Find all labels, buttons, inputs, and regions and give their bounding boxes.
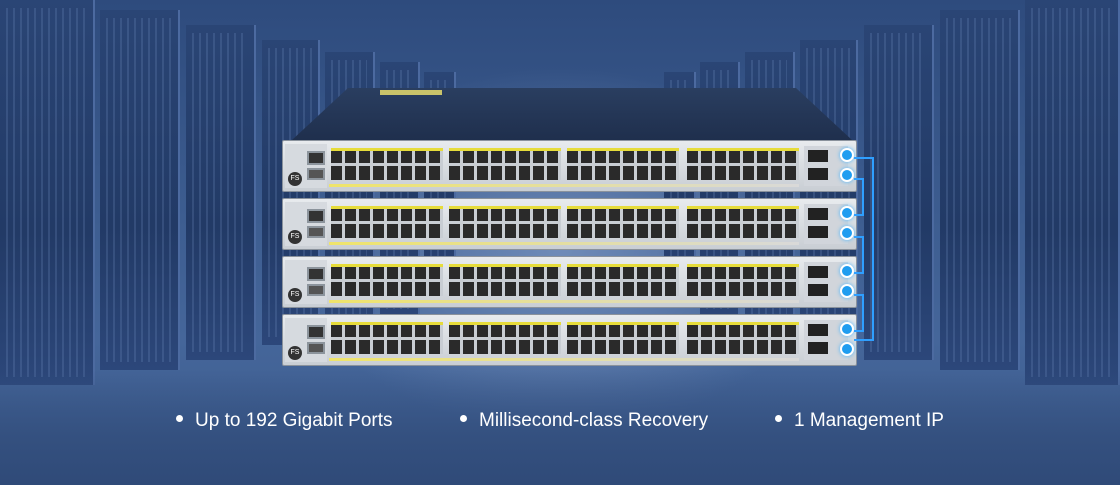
sfp-port-block xyxy=(804,204,854,244)
usb-port xyxy=(307,226,325,238)
ethernet-port-group xyxy=(567,206,679,238)
ethernet-port-group xyxy=(687,206,799,238)
sfp-port xyxy=(808,208,828,220)
feature-item: 1 Management IP xyxy=(775,405,944,437)
ethernet-port-group xyxy=(687,148,799,180)
console-port xyxy=(307,325,325,339)
stack-link-connector-icon xyxy=(840,206,854,220)
label-strip xyxy=(329,300,799,303)
ethernet-port-group xyxy=(331,264,443,296)
stack-link-connector-icon xyxy=(840,168,854,182)
sfp-port xyxy=(808,266,828,278)
stack-link-connector-icon xyxy=(840,264,854,278)
ethernet-port-group xyxy=(331,148,443,180)
usb-port xyxy=(307,284,325,296)
feature-label: Up to 192 Gigabit Ports xyxy=(195,410,393,431)
ethernet-port-group xyxy=(567,264,679,296)
ethernet-port-group xyxy=(567,148,679,180)
feature-list: Up to 192 Gigabit Ports Millisecond-clas… xyxy=(0,405,1120,437)
switch-stack: FS FS xyxy=(282,88,874,368)
ethernet-port-group xyxy=(449,322,561,354)
top-label-sticker xyxy=(380,90,442,95)
stack-link-connector-icon xyxy=(840,148,854,162)
usb-port xyxy=(307,342,325,354)
stack-link-connector-icon xyxy=(840,284,854,298)
corridor-floor xyxy=(0,370,1120,485)
stack-link-connector-icon xyxy=(840,342,854,356)
sfp-port xyxy=(808,150,828,162)
switch-management-panel: FS xyxy=(285,202,327,246)
brand-logo-icon: FS xyxy=(288,346,302,360)
feature-item: Up to 192 Gigabit Ports xyxy=(176,405,393,437)
bullet-icon xyxy=(460,415,467,423)
feature-label: Millisecond-class Recovery xyxy=(479,410,709,431)
sfp-port-block xyxy=(804,320,854,360)
sfp-port xyxy=(808,284,828,296)
brand-logo-icon: FS xyxy=(288,172,302,186)
feature-item: Millisecond-class Recovery xyxy=(460,405,708,437)
feature-label: 1 Management IP xyxy=(794,410,944,431)
ethernet-port-group xyxy=(331,322,443,354)
sfp-port xyxy=(808,342,828,354)
console-port xyxy=(307,151,325,165)
switch-management-panel: FS xyxy=(285,318,327,362)
switch-management-panel: FS xyxy=(285,260,327,304)
sfp-port xyxy=(808,226,828,238)
console-port xyxy=(307,209,325,223)
label-strip xyxy=(329,358,799,361)
ethernet-port-group xyxy=(687,322,799,354)
bullet-icon xyxy=(176,415,183,423)
stack-link-connector-icon xyxy=(840,322,854,336)
sfp-port xyxy=(808,168,828,180)
switch-unit: FS xyxy=(282,314,857,366)
switch-unit: FS xyxy=(282,140,857,192)
brand-logo-icon: FS xyxy=(288,230,302,244)
switch-management-panel: FS xyxy=(285,144,327,188)
ethernet-port-group xyxy=(687,264,799,296)
sfp-port-block xyxy=(804,146,854,186)
brand-logo-icon: FS xyxy=(288,288,302,302)
bullet-icon xyxy=(775,415,782,423)
console-port xyxy=(307,267,325,281)
switch-top-cover xyxy=(292,88,852,140)
ethernet-port-group xyxy=(449,148,561,180)
label-strip xyxy=(329,184,799,187)
ethernet-port-group xyxy=(449,206,561,238)
sfp-port-block xyxy=(804,262,854,302)
switch-unit: FS xyxy=(282,256,857,308)
ethernet-port-group xyxy=(449,264,561,296)
switch-unit: FS xyxy=(282,198,857,250)
usb-port xyxy=(307,168,325,180)
ethernet-port-group xyxy=(331,206,443,238)
stack-link-connector-icon xyxy=(840,226,854,240)
ethernet-port-group xyxy=(567,322,679,354)
label-strip xyxy=(329,242,799,245)
sfp-port xyxy=(808,324,828,336)
